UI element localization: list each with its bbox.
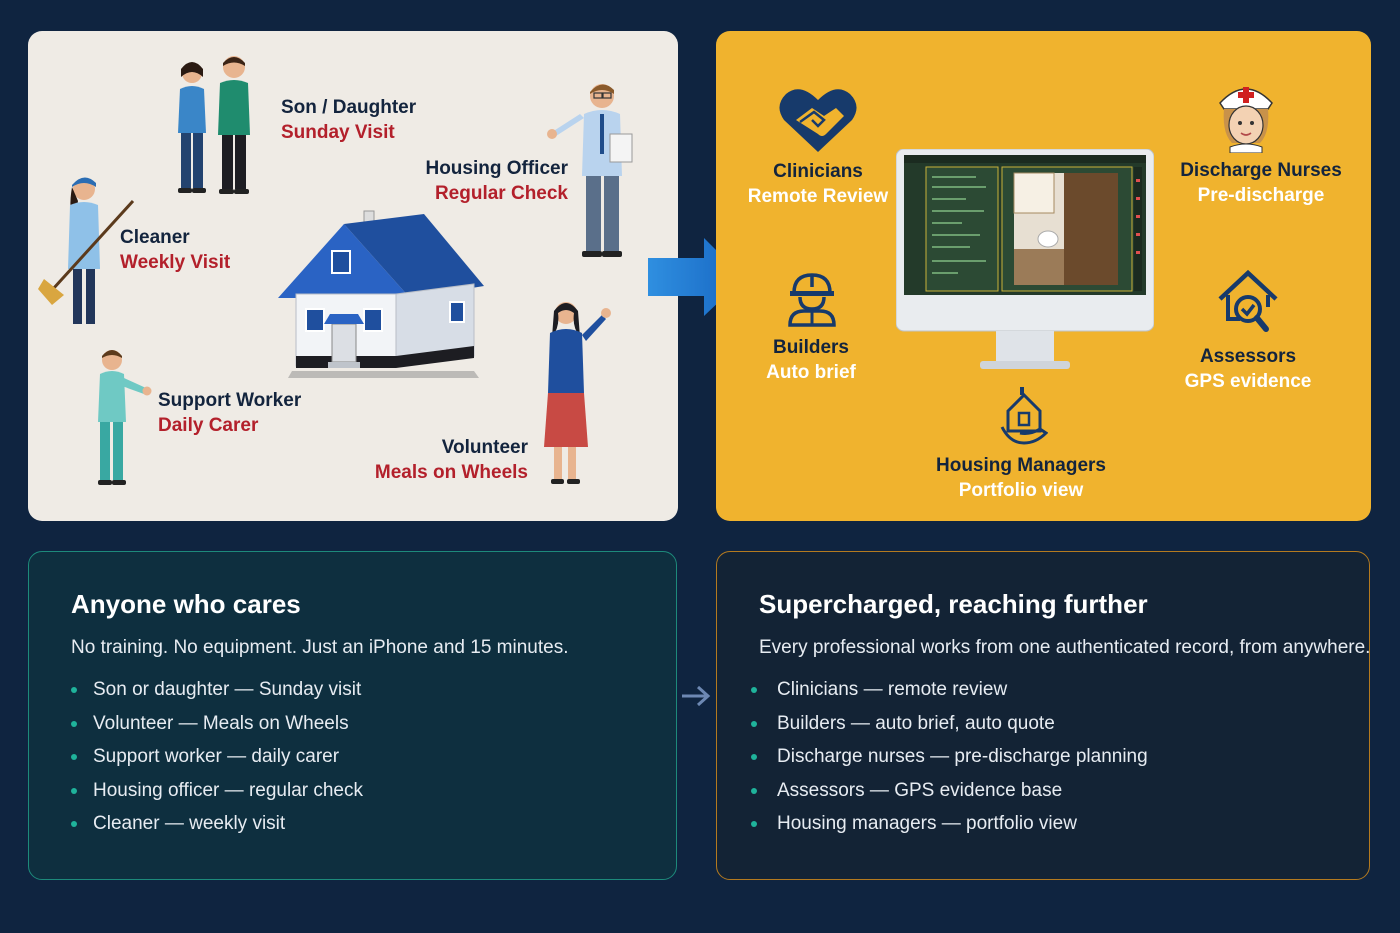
house-illustration (278, 210, 484, 378)
role-frequency: Regular Check (434, 183, 568, 204)
house-in-hand-icon (1000, 387, 1048, 445)
bullet-icon (71, 787, 77, 794)
cleaner-figure (38, 177, 135, 324)
professionals-panel: Clinicians Remote Review Discharge Nurse… (716, 31, 1371, 521)
pro-name: Housing Managers (936, 455, 1106, 476)
role-frequency: Daily Carer (158, 415, 259, 436)
support-worker-figure (98, 350, 152, 485)
pro-name: Clinicians (773, 161, 863, 182)
pro-use: Portfolio view (958, 480, 1084, 501)
monitor-record-viewer (896, 149, 1154, 369)
role-name: Cleaner (120, 227, 190, 248)
list-item-text: Volunteer — Meals on Wheels (93, 712, 349, 734)
pro-name: Discharge Nurses (1180, 160, 1342, 181)
card-title: Supercharged, reaching further (759, 589, 1148, 619)
pro-name: Assessors (1199, 346, 1297, 367)
nurse-icon (1219, 87, 1273, 153)
list-item: Assessors — GPS evidence base (751, 779, 1148, 813)
role-frequency: Meals on Wheels (374, 462, 528, 483)
builder-icon (788, 273, 836, 327)
list-item: Housing officer — regular check (71, 779, 363, 813)
role-frequency: Weekly Visit (120, 252, 231, 273)
pro-name: Builders (772, 337, 850, 358)
list-item-text: Support worker — daily carer (93, 746, 340, 767)
pro-use: Pre-discharge (1197, 185, 1325, 206)
bullet-icon (751, 754, 757, 760)
role-frequency: Sunday Visit (281, 122, 395, 143)
list-item: Volunteer — Meals on Wheels (71, 712, 363, 746)
role-name: Volunteer (441, 437, 528, 458)
role-support-worker: Support Worker Daily Carer (158, 388, 301, 438)
list-item-text: Clinicians — remote review (777, 679, 1008, 700)
volunteer-figure (544, 302, 611, 484)
supercharged-card: Supercharged, reaching further Every pro… (716, 551, 1370, 880)
list-item-text: Son or daughter — Sunday visit (93, 679, 362, 700)
list-item-text: Housing managers — portfolio view (777, 813, 1077, 834)
list-item-text: Housing officer — regular check (93, 779, 363, 801)
professional-list: Clinicians — remote review Builders — au… (751, 678, 1148, 846)
list-item: Son or daughter — Sunday visit (71, 678, 363, 712)
role-cleaner: Cleaner Weekly Visit (120, 225, 230, 275)
card-subtitle: Every professional works from one authen… (759, 637, 1371, 658)
list-item: Housing managers — portfolio view (751, 812, 1148, 846)
pro-use: GPS evidence (1184, 371, 1312, 392)
role-volunteer: Volunteer Meals on Wheels (368, 435, 528, 485)
bullet-icon (71, 821, 77, 827)
role-name: Son / Daughter (281, 97, 417, 118)
bullet-icon (71, 720, 77, 727)
pro-use: Remote Review (747, 186, 889, 207)
carer-list: Son or daughter — Sunday visit Volunteer… (71, 678, 363, 846)
role-name: Housing Officer (425, 158, 568, 179)
bullet-icon (751, 821, 757, 827)
card-title: Anyone who cares (71, 589, 301, 619)
card-subtitle: No training. No equipment. Just an iPhon… (71, 637, 569, 658)
list-item-text: Cleaner — weekly visit (93, 813, 286, 834)
everyday-carers-panel: Son / Daughter Sunday Visit Housing Offi… (28, 31, 678, 521)
bullet-icon (71, 687, 77, 693)
role-son-daughter: Son / Daughter Sunday Visit (281, 95, 416, 145)
list-item: Clinicians — remote review (751, 678, 1148, 712)
pro-discharge-nurses: Discharge Nurses Pre-discharge (1156, 158, 1366, 208)
pro-clinicians: Clinicians Remote Review (738, 159, 898, 209)
anyone-who-cares-card: Anyone who cares No training. No equipme… (28, 551, 677, 880)
list-item: Discharge nurses — pre-discharge plannin… (751, 745, 1148, 779)
list-item-text: Builders — auto brief, auto quote (777, 712, 1055, 734)
handshake-heart-icon (779, 89, 857, 152)
bullet-icon (751, 687, 757, 693)
bullet-icon (751, 787, 757, 794)
bullet-icon (751, 720, 757, 727)
role-housing-officer: Housing Officer Regular Check (420, 156, 568, 206)
pro-builders: Builders Auto brief (746, 335, 876, 385)
housing-officer-figure (547, 84, 633, 257)
arrow-right-icon (682, 685, 711, 707)
list-item: Builders — auto brief, auto quote (751, 712, 1148, 746)
house-search-icon (1218, 269, 1278, 332)
pro-housing-managers: Housing Managers Portfolio view (926, 453, 1116, 503)
list-item-text: Assessors — GPS evidence base (777, 779, 1063, 801)
list-item: Support worker — daily carer (71, 745, 363, 779)
son-daughter-figure (178, 56, 250, 194)
bullet-icon (71, 754, 77, 760)
pro-use: Auto brief (766, 362, 856, 383)
list-item-text: Discharge nurses — pre-discharge plannin… (777, 746, 1148, 767)
list-item: Cleaner — weekly visit (71, 812, 363, 846)
role-name: Support Worker (158, 390, 302, 411)
pro-assessors: Assessors GPS evidence (1168, 344, 1328, 394)
